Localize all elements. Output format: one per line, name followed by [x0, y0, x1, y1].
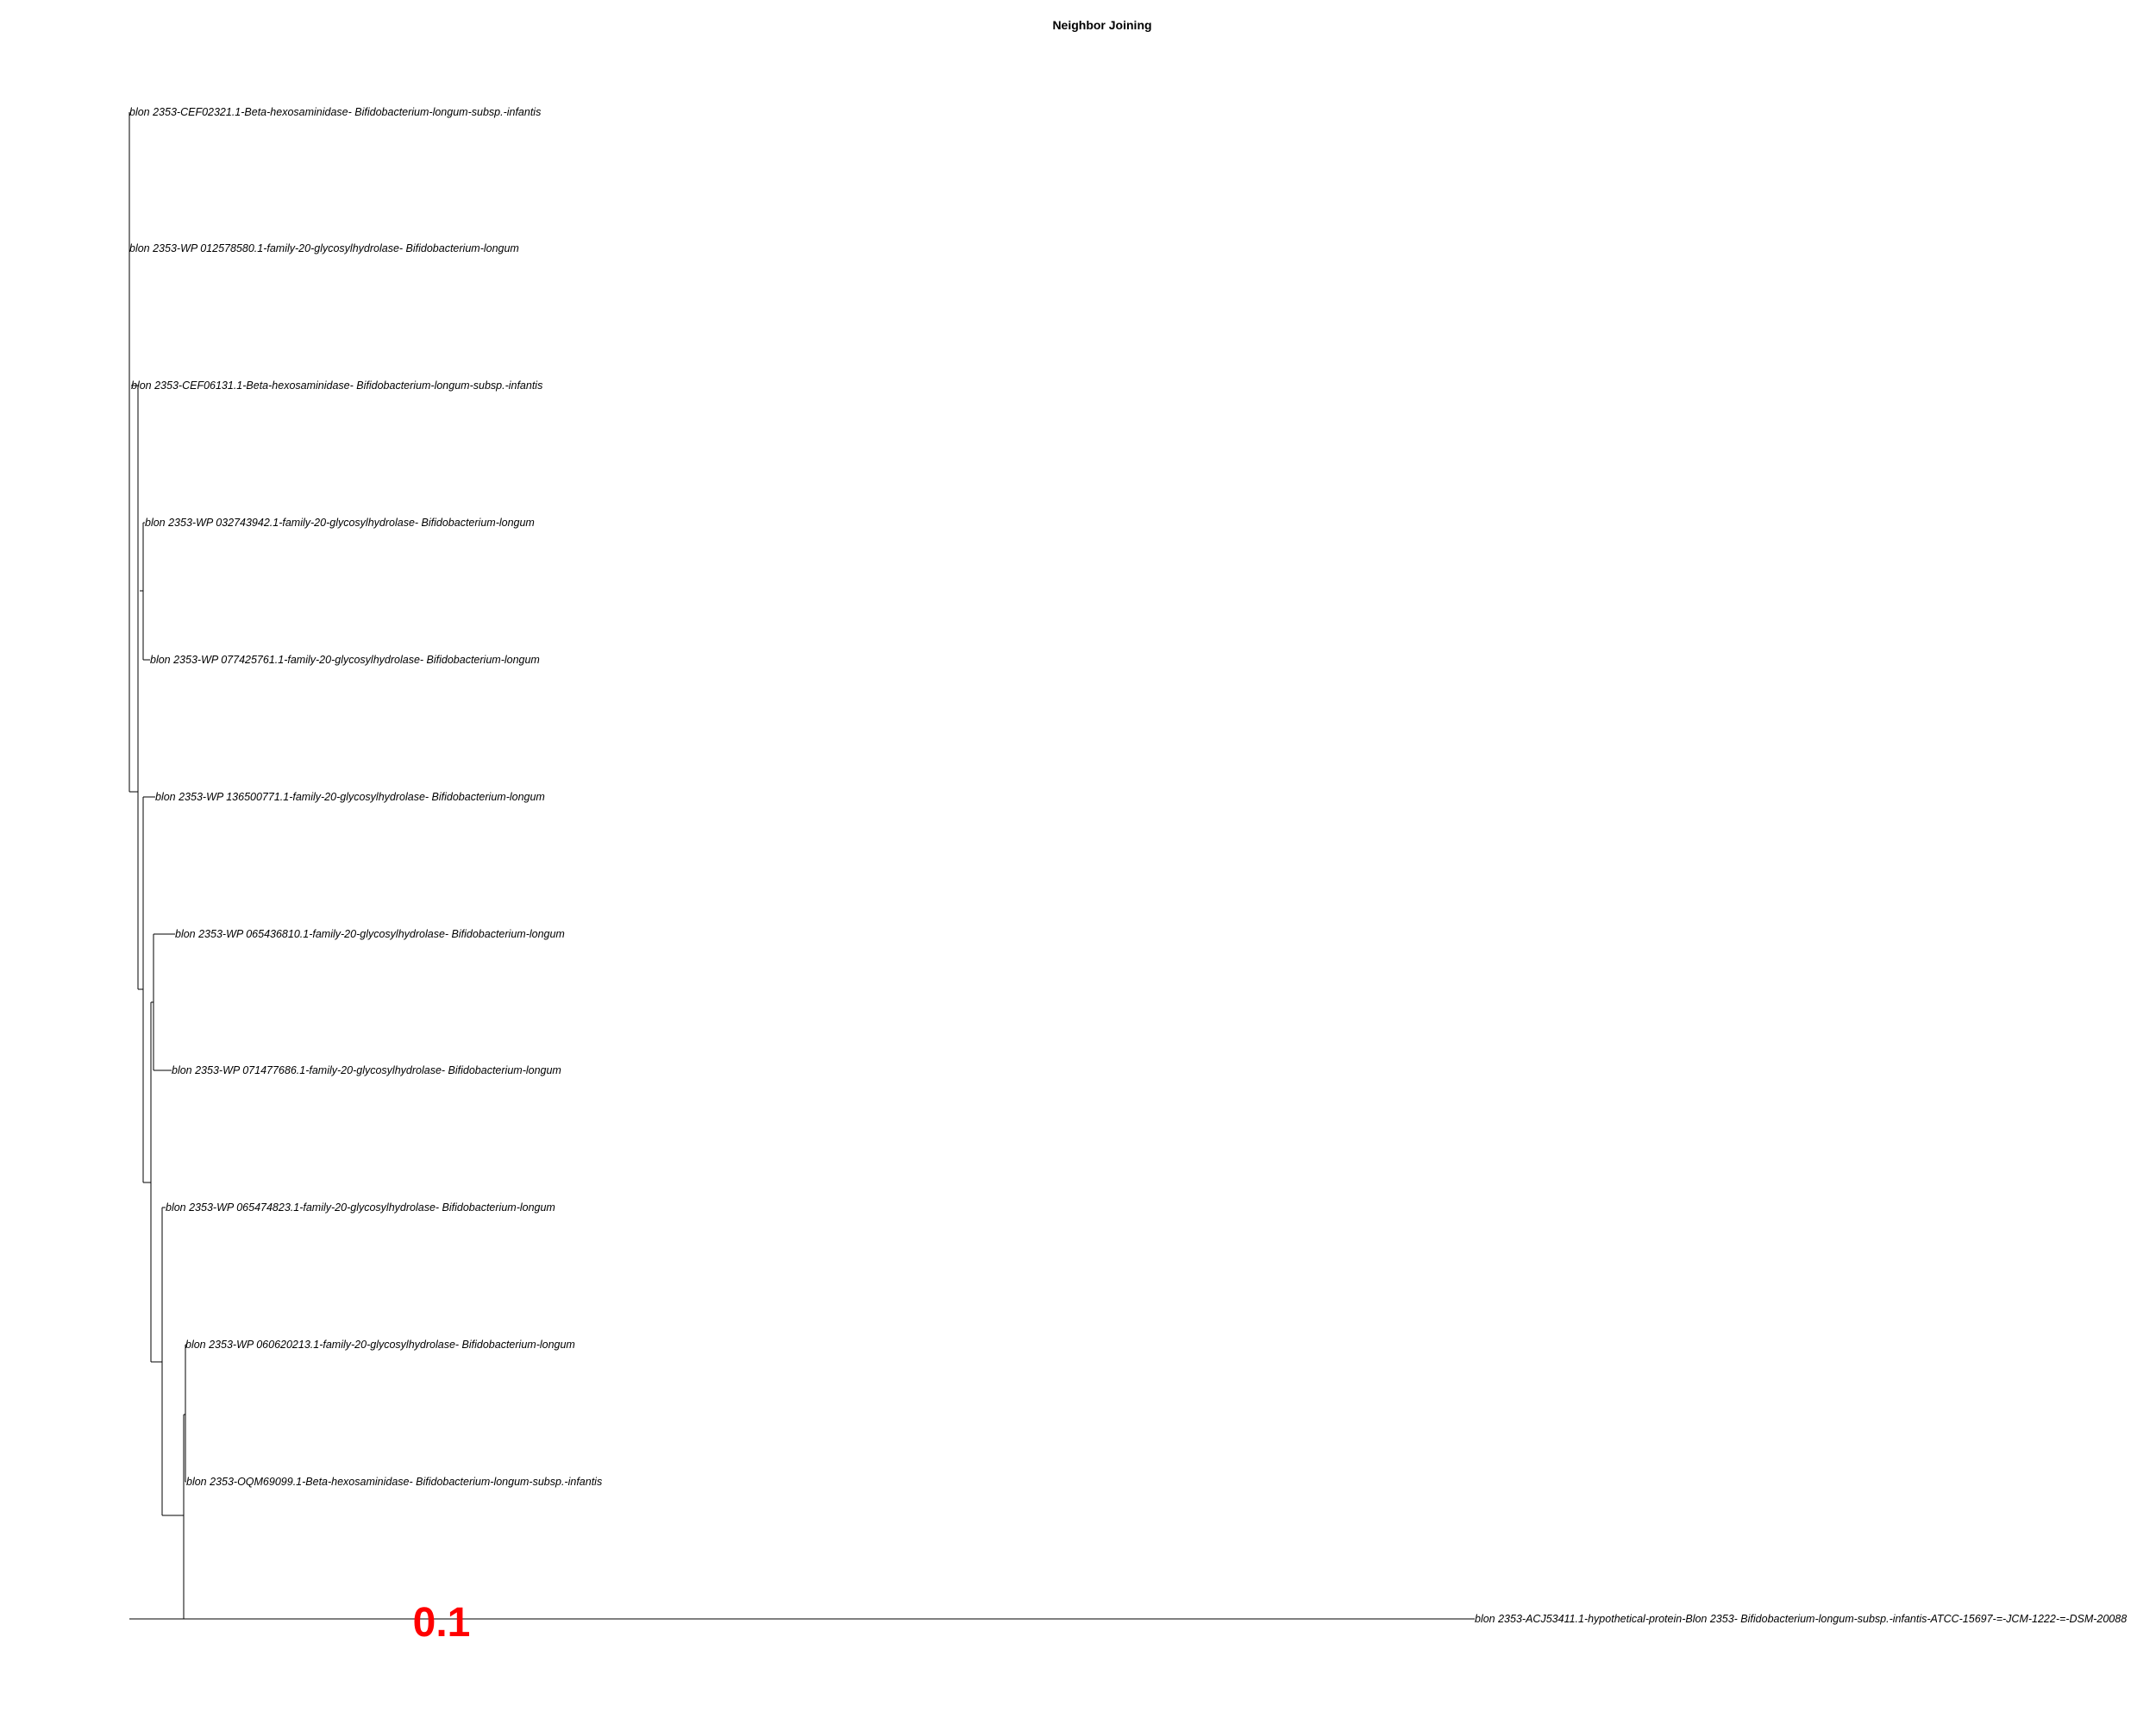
leaf-label: blon 2353-CEF02321.1-Beta-hexosaminidase… — [129, 106, 541, 118]
leaf-label: blon 2353-WP 077425761.1-family-20-glyco… — [150, 654, 540, 666]
leaf-label: blon 2353-OQM69099.1-Beta-hexosaminidase… — [186, 1476, 602, 1488]
leaf-label: blon 2353-WP 012578580.1-family-20-glyco… — [129, 242, 519, 254]
leaf-label: blon 2353-WP 136500771.1-family-20-glyco… — [155, 791, 545, 803]
leaf-label: blon 2353-CEF06131.1-Beta-hexosaminidase… — [131, 380, 542, 392]
scale-bar-label: 0.1 — [413, 1600, 471, 1646]
leaf-label: blon 2353-WP 060620213.1-family-20-glyco… — [185, 1339, 575, 1351]
leaf-label: blon 2353-WP 065474823.1-family-20-glyco… — [166, 1201, 555, 1214]
leaf-label: blon 2353-WP 071477686.1-family-20-glyco… — [172, 1064, 561, 1076]
leaf-label: blon 2353-WP 032743942.1-family-20-glyco… — [145, 517, 535, 529]
tree-branches — [128, 112, 1475, 1620]
tree-title: Neighbor Joining — [1052, 18, 1151, 32]
leaf-label: blon 2353-WP 065436810.1-family-20-glyco… — [175, 928, 565, 940]
leaf-label: blon 2353-ACJ53411.1-hypothetical-protei… — [1475, 1613, 2127, 1625]
leaf-labels: blon 2353-CEF02321.1-Beta-hexosaminidase… — [129, 106, 2127, 1625]
